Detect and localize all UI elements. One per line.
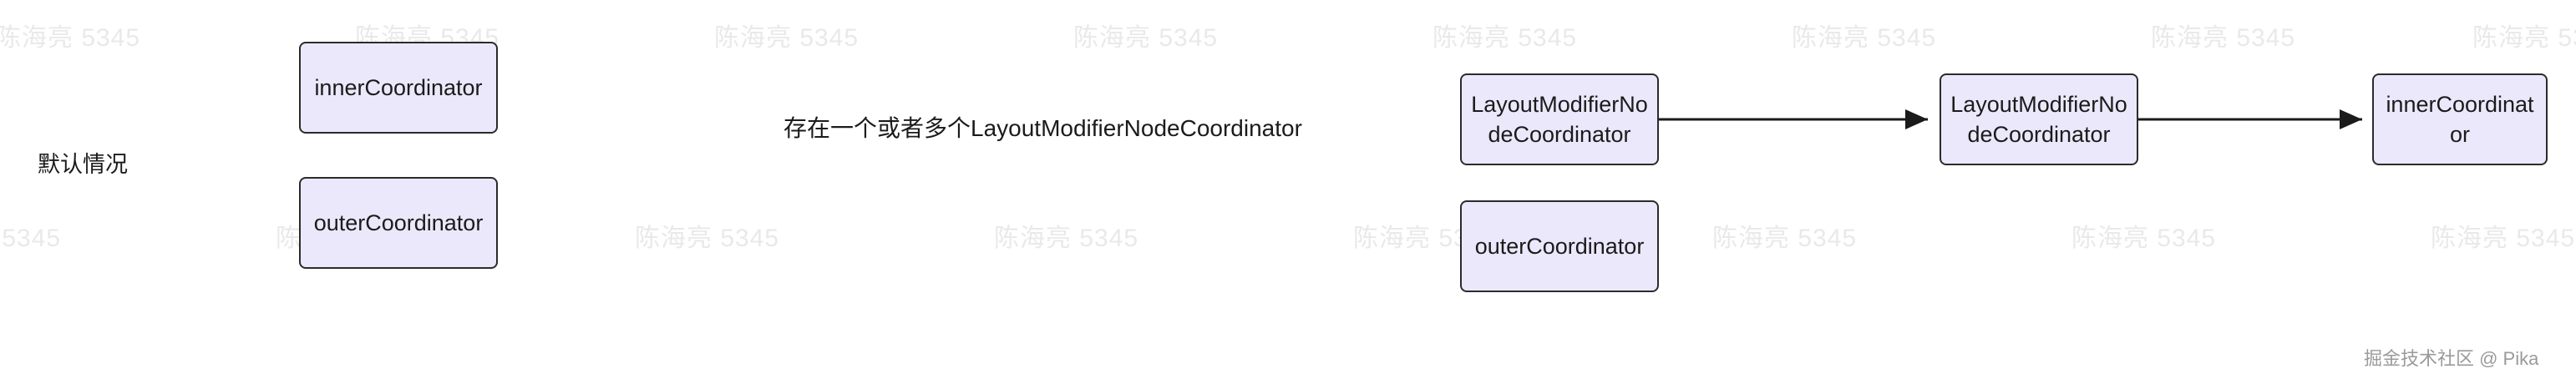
box-label: outerCoordinator — [1474, 233, 1645, 259]
watermark-tile: 陈海亮 5345 — [1433, 24, 1578, 52]
box-layout-modifier-node-coordinator-1: LayoutModifierNodeCoordinator — [1460, 73, 1659, 165]
watermark-tile: 陈海亮 5345 — [0, 225, 62, 252]
box-inner-coordinator-left: innerCoordinator — [299, 42, 498, 134]
watermark-tile: 陈海亮 5345 — [1073, 24, 1219, 52]
box-label: innerCoordinator — [314, 74, 483, 100]
watermark-tile: 陈海亮 5345 — [2472, 24, 2576, 52]
watermark-tile: 陈海亮 5345 — [2151, 24, 2296, 52]
watermark-tile: 陈海亮 5345 — [1712, 225, 1858, 252]
left-group-label: 默认情况 — [38, 152, 128, 177]
watermark-tile: 陈海亮 5345 — [994, 225, 1139, 252]
box-label: LayoutModifierNodeCoordinator — [1950, 91, 2127, 147]
watermark-tile: 陈海亮 5345 — [635, 225, 780, 252]
watermark-tile: 陈海亮 5345 — [0, 24, 141, 52]
box-outer-coordinator-right: outerCoordinator — [1460, 200, 1659, 292]
box-layout-modifier-node-coordinator-2: LayoutModifierNodeCoordinator — [1940, 73, 2138, 165]
watermark-tile: 陈海亮 5345 — [1792, 24, 1937, 52]
center-note: 存在一个或者多个LayoutModifierNodeCoordinator — [783, 115, 1302, 141]
watermark-tile: 陈海亮 5345 — [2431, 225, 2576, 252]
box-label: innerCoordinator — [2386, 91, 2534, 147]
footer-credit: 掘金技术社区 @ Pika — [2364, 348, 2539, 369]
box-label: LayoutModifierNodeCoordinator — [1471, 91, 1648, 147]
watermark-tile: 陈海亮 5345 — [714, 24, 860, 52]
box-label: outerCoordinator — [313, 210, 484, 235]
arrow-lmnc2-to-inner — [2138, 109, 2362, 129]
arrow-lmnc1-to-lmnc2 — [1659, 109, 1928, 129]
watermark-tile: 陈海亮 5345 — [2071, 225, 2217, 252]
box-outer-coordinator-left: outerCoordinator — [299, 177, 498, 269]
box-inner-coordinator-right: innerCoordinator — [2372, 73, 2548, 165]
